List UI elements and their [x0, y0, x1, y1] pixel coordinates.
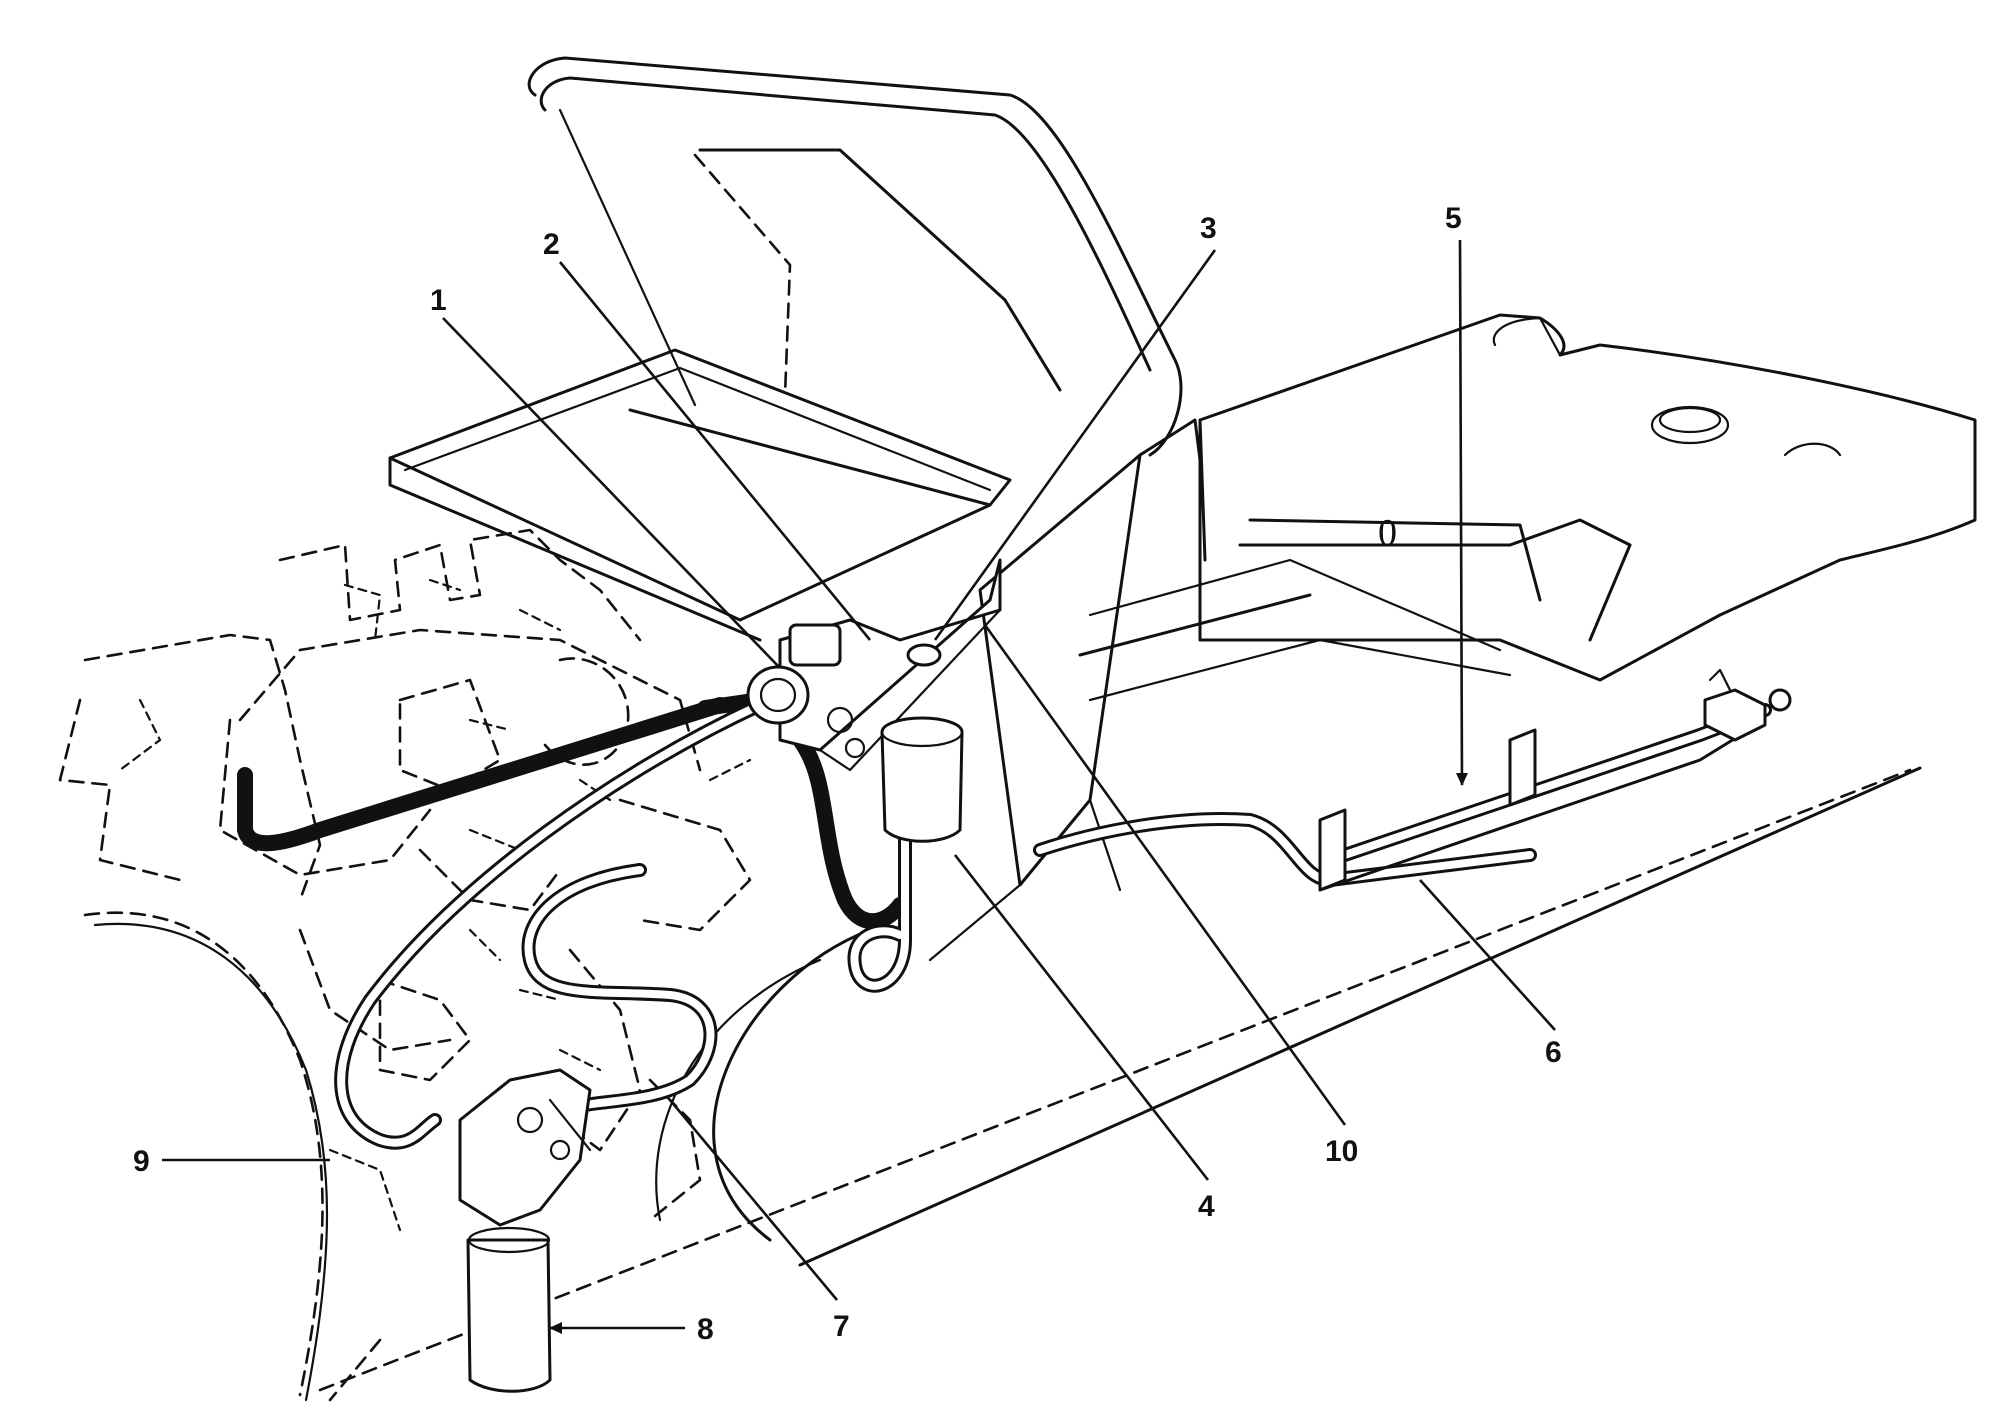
leader-4	[953, 854, 1210, 1181]
seat-frame	[388, 348, 1012, 642]
callout-8: 8	[697, 1313, 714, 1346]
shutoff-valve	[746, 558, 1002, 772]
leader-5	[1455, 239, 1468, 786]
leader-1	[442, 317, 779, 667]
leader-10	[983, 624, 1347, 1126]
svg-text:0: 0	[1378, 512, 1397, 554]
leader-2	[558, 261, 872, 641]
callout-10: 10	[1325, 1135, 1358, 1168]
frame-clamps	[1318, 668, 1792, 892]
body-outline	[83, 766, 1922, 1402]
fuel-lines	[237, 692, 1772, 1150]
center-panel	[928, 418, 1202, 962]
callout-4: 4	[1198, 1190, 1215, 1223]
seat-back	[527, 56, 1183, 457]
leader-3	[933, 249, 1217, 641]
fuel-pump-assembly	[458, 1068, 592, 1393]
leader-6	[1419, 879, 1556, 1031]
callout-leaders	[162, 239, 1556, 1334]
inline-fuel-filter	[880, 716, 964, 843]
callout-7: 7	[833, 1310, 850, 1343]
callout-6: 6	[1545, 1036, 1562, 1069]
fuel-tank: 0	[1078, 313, 1977, 702]
callout-5: 5	[1445, 202, 1462, 235]
leader-7	[669, 1099, 838, 1301]
callout-3: 3	[1200, 212, 1217, 245]
callout-labels: 1 2 3 4 5 6 7 8 9 10	[133, 202, 1562, 1346]
callout-9: 9	[133, 1145, 150, 1178]
callout-1: 1	[430, 284, 447, 317]
callout-2: 2	[543, 228, 560, 261]
